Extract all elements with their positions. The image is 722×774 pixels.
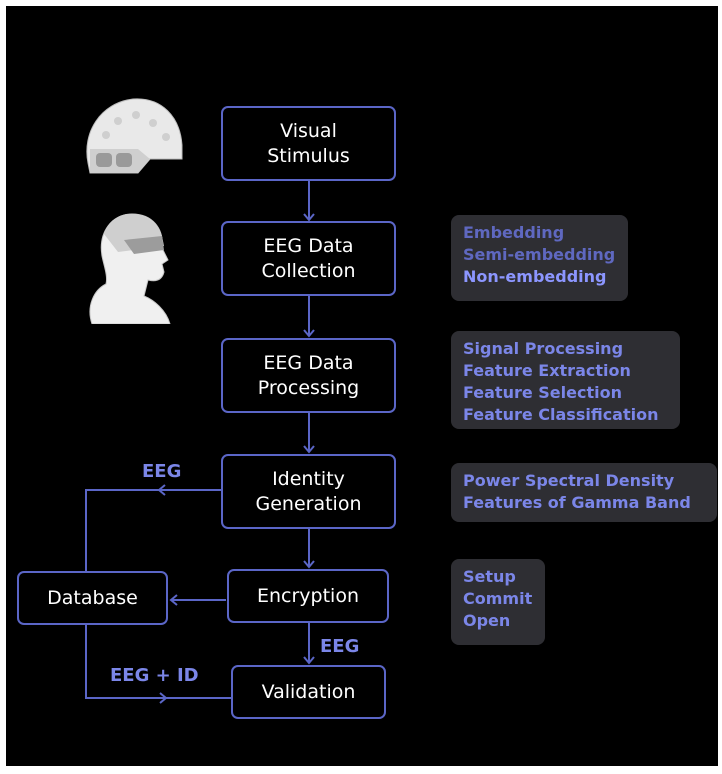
note-collection-methods: Embedding Semi-embedding Non-embedding xyxy=(451,215,628,301)
note-line: Signal Processing xyxy=(463,339,624,358)
note-identity-features: Power Spectral Density Features of Gamma… xyxy=(451,463,717,522)
note-line: Features of Gamma Band xyxy=(463,493,691,512)
node-identity-generation: Identity Generation xyxy=(221,454,396,529)
node-database: Database xyxy=(17,571,168,625)
note-line: Open xyxy=(463,611,511,630)
note-line: Feature Selection xyxy=(463,383,622,402)
note-line: Power Spectral Density xyxy=(463,471,675,490)
note-line: Non-embedding xyxy=(463,267,607,286)
node-eeg-data-collection: EEG Data Collection xyxy=(221,221,396,296)
edge-label-encryption-to-validation: EEG xyxy=(320,636,360,657)
note-line: Embedding xyxy=(463,223,565,242)
note-line: Setup xyxy=(463,567,516,586)
eeg-helmet-icon xyxy=(86,98,183,174)
head-with-headset-icon xyxy=(89,213,171,324)
node-encryption: Encryption xyxy=(227,569,389,623)
arrow-identity-to-database xyxy=(85,489,221,571)
edge-label-identity-to-database: EEG xyxy=(142,461,182,482)
node-validation: Validation xyxy=(231,665,386,719)
node-visual-stimulus: Visual Stimulus xyxy=(221,106,396,181)
note-line: Commit xyxy=(463,589,533,608)
note-line: Semi-embedding xyxy=(463,245,616,264)
note-line: Feature Extraction xyxy=(463,361,631,380)
note-line: Feature Classification xyxy=(463,405,659,424)
note-encryption-phases: Setup Commit Open xyxy=(451,559,545,645)
arrow-database-to-validation xyxy=(85,625,168,704)
note-processing-steps: Signal Processing Feature Extraction Fea… xyxy=(451,331,680,429)
edge-label-database-to-validation: EEG + ID xyxy=(110,665,199,686)
node-eeg-data-processing: EEG Data Processing xyxy=(221,338,396,413)
